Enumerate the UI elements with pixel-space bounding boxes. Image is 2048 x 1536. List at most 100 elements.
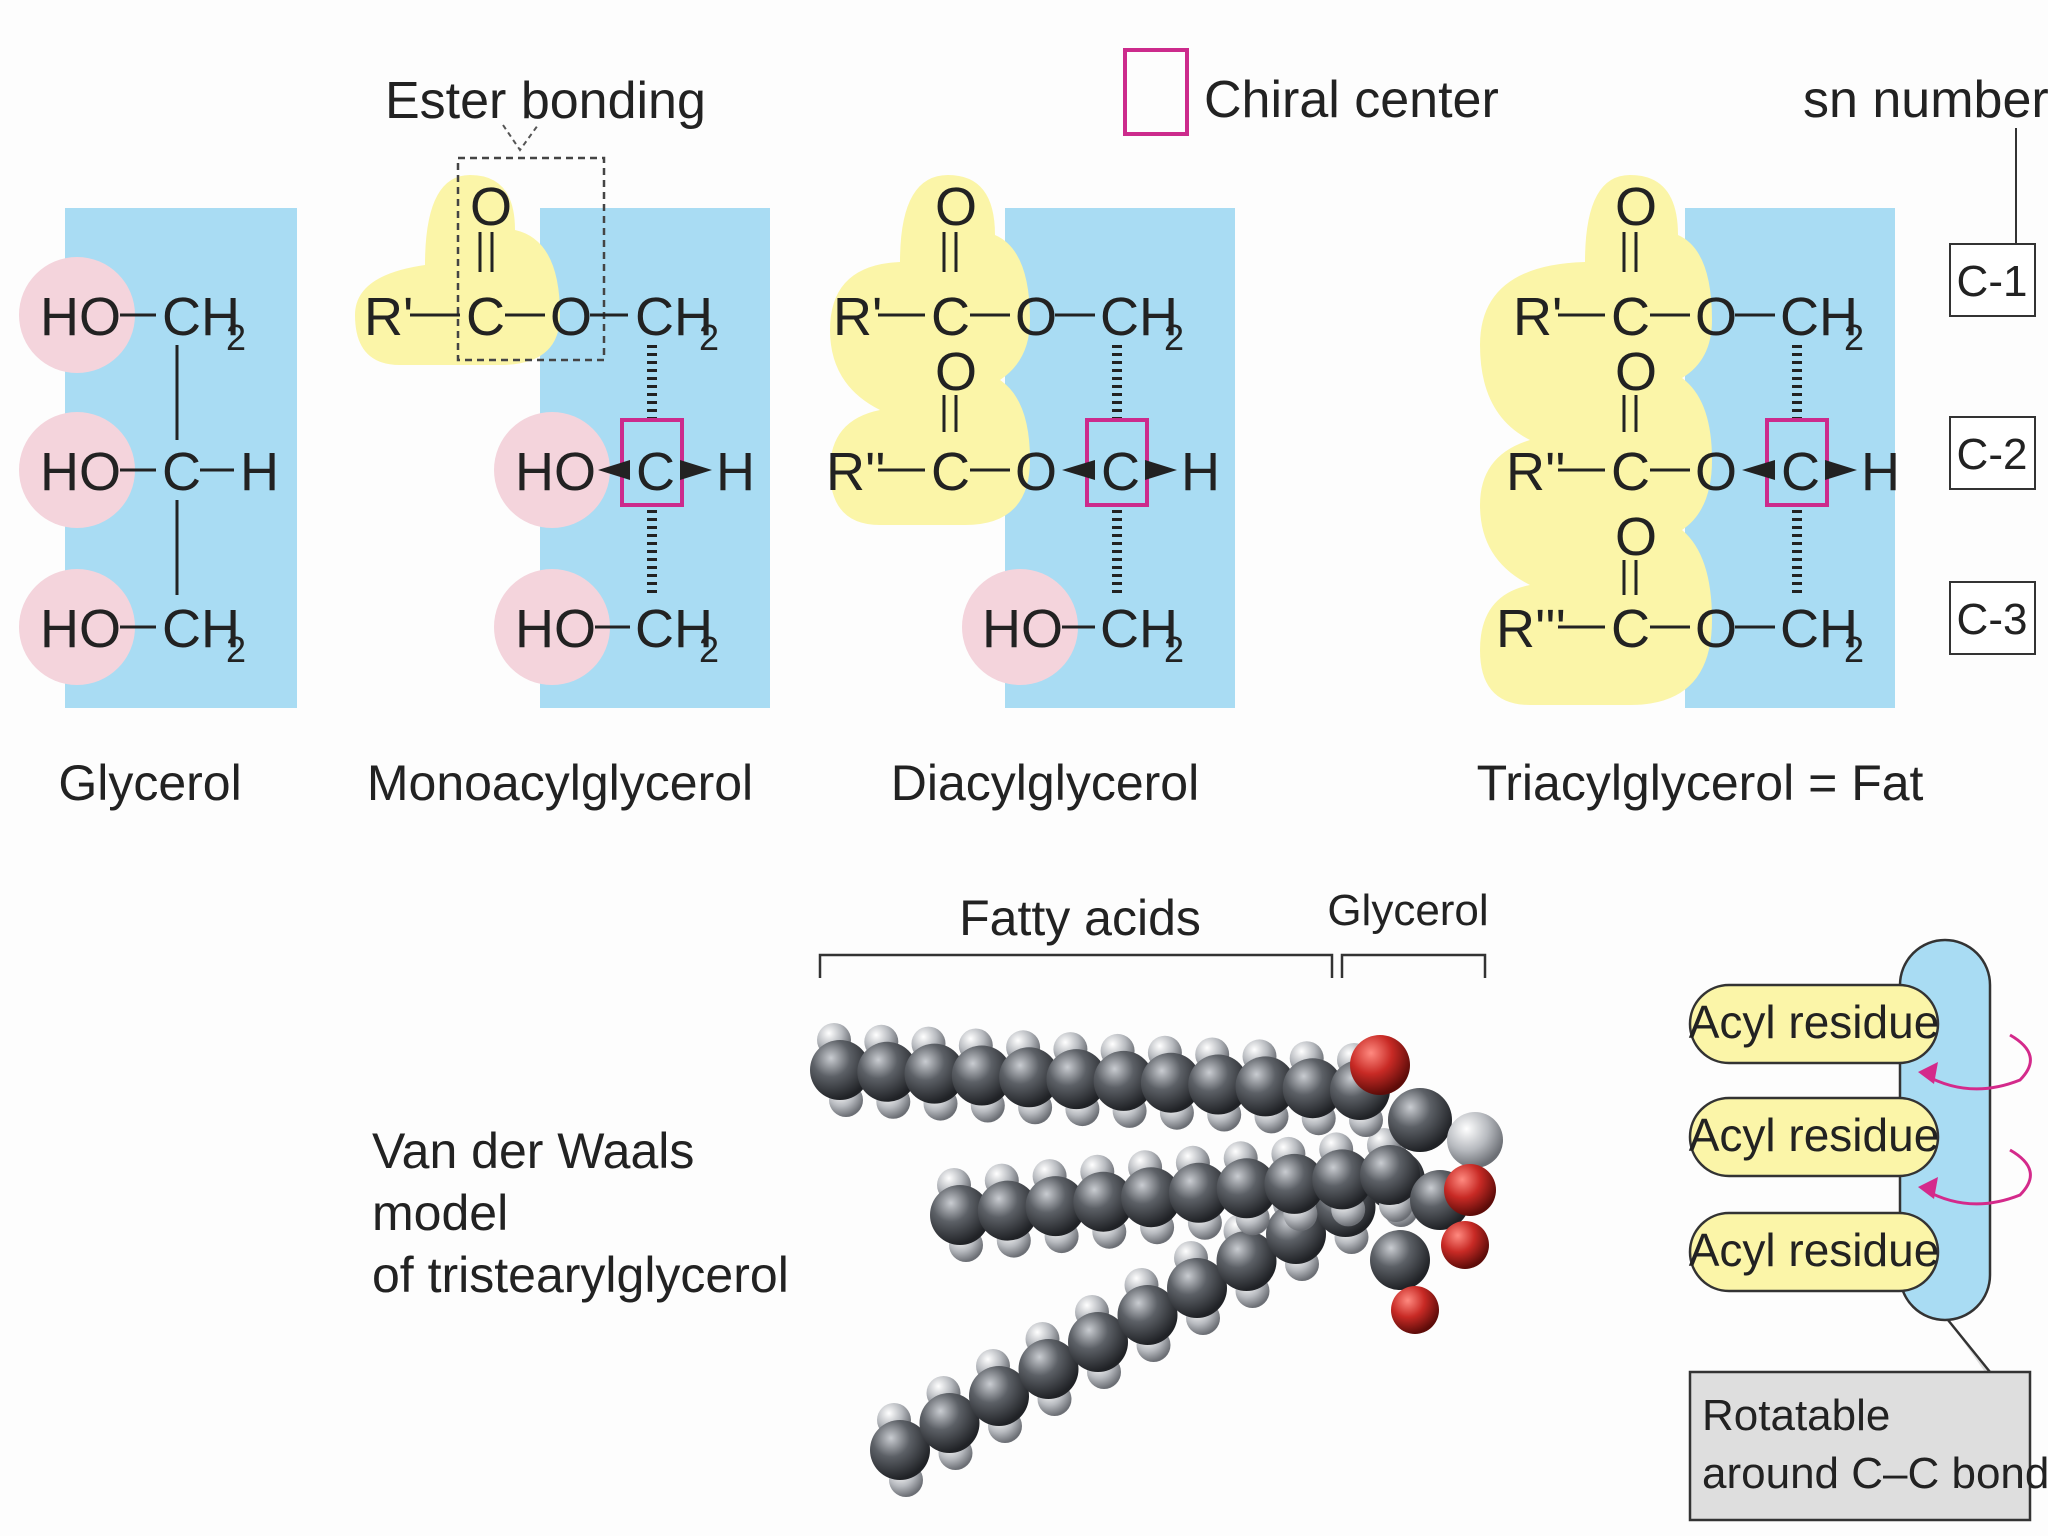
- mono-acyl-blob: [355, 175, 560, 365]
- carbon-atom: [1282, 1058, 1343, 1119]
- chiral-legend-box: [1123, 48, 1189, 136]
- di-hydroxyl-blob-3: [962, 569, 1078, 685]
- monoacylglycerol-structure: O R' C O CH 2 HO C H HO CH 2: [355, 156, 770, 708]
- di-ch2-1-sub: 2: [1164, 317, 1184, 358]
- carbon-atom: [904, 1043, 965, 1104]
- carbon-atom: [930, 1185, 990, 1245]
- mono-carbonyl-o: O: [470, 177, 512, 237]
- tri-ch2-1-sub: 2: [1844, 317, 1864, 358]
- glycerol-c: C: [162, 442, 201, 502]
- tri-ester-c-1: C: [1611, 287, 1650, 347]
- tri-c: C: [1781, 442, 1820, 502]
- carbon-atom: [870, 1420, 930, 1480]
- hydroxyl-blob-1: [19, 257, 135, 373]
- hydroxyl-blob-3: [19, 569, 135, 685]
- carbon-atom: [1046, 1049, 1107, 1110]
- mono-ho-2: HO: [515, 442, 596, 502]
- acyl-rotation-panel: Acyl residue Acyl residue Acyl residue R…: [1688, 938, 2048, 1522]
- acyl-residue-pill-1: [1688, 983, 1940, 1065]
- carbon-atom: [1018, 1339, 1079, 1399]
- tri-ch2-3-sub: 2: [1844, 629, 1864, 670]
- rotation-arrowhead-1: [1918, 1062, 1938, 1084]
- mono-c: C: [636, 442, 675, 502]
- mono-ch2-1-sub: 2: [699, 317, 719, 358]
- carbon-atom: [1235, 1056, 1296, 1117]
- hydroxyl-blob-2: [19, 412, 135, 528]
- tri-r3: R''': [1496, 599, 1566, 659]
- glycerol-ho-2: HO: [40, 442, 121, 502]
- carbon-atom: [1093, 1050, 1154, 1111]
- tri-ester-o-3: O: [1695, 599, 1737, 659]
- mono-ho-3: HO: [515, 599, 596, 659]
- wedge-bond: [598, 460, 630, 480]
- sn-box-c2: [1949, 416, 2036, 490]
- di-ho-3: HO: [982, 599, 1063, 659]
- fatty-acids-label: Fatty acids: [959, 890, 1201, 946]
- di-c: C: [1101, 442, 1140, 502]
- glycerol-bracket: [1340, 953, 1487, 978]
- acyl-residue-pill-2: [1688, 1096, 1940, 1178]
- ester-bonding-label: Ester bonding: [385, 72, 706, 152]
- tri-acyl-blob: [1480, 175, 1712, 705]
- wedge-bond: [1825, 460, 1857, 480]
- caption-diacylglycerol: Diacylglycerol: [891, 755, 1199, 811]
- di-r2: R'': [826, 442, 886, 502]
- carbon-atom: [1360, 1145, 1420, 1205]
- di-ch2-1: CH: [1100, 287, 1178, 347]
- ester-callout-pointer: [502, 124, 539, 152]
- di-ester-c-2: C: [931, 442, 970, 502]
- di-h: H: [1181, 442, 1220, 502]
- ester-bond-dashed-box: [456, 156, 606, 362]
- carbon-atom: [951, 1045, 1012, 1106]
- rotation-callout-box: [1688, 1370, 2032, 1522]
- rotation-callout-pointer: [1947, 1319, 1991, 1373]
- oxygen-atom: [1441, 1221, 1489, 1269]
- mono-ester-o: O: [550, 287, 592, 347]
- wedge-bond: [1145, 460, 1177, 480]
- glycerol-ho-3: HO: [40, 599, 121, 659]
- wedge-bond: [1742, 460, 1775, 480]
- rotation-arrow-1: [1924, 1033, 2032, 1091]
- glycerol-ch2-1-sub: 2: [226, 317, 246, 358]
- wedge-bond: [1062, 460, 1095, 480]
- rotation-arrowhead-2: [1918, 1177, 1938, 1199]
- mono-r1: R': [364, 287, 413, 347]
- carbon-atom: [1117, 1285, 1178, 1345]
- rotation-arrow-2: [1924, 1148, 2032, 1206]
- carbon-atom: [1312, 1149, 1373, 1210]
- mono-ch2-1: CH: [635, 287, 713, 347]
- acyl-residue-pill-3: [1688, 1211, 1940, 1293]
- carbon-atom: [1068, 1312, 1128, 1372]
- diacylglycerol-structure: O R' C O CH 2 O R'' C O C H HO CH 2: [826, 175, 1235, 708]
- di-carbonyl-o-2: O: [935, 342, 977, 402]
- carbon-atom: [1216, 1231, 1277, 1291]
- tri-ch2-3: CH: [1780, 599, 1858, 659]
- di-r1: R': [833, 287, 882, 347]
- tri-r1: R': [1513, 287, 1562, 347]
- carbon-atom: [1121, 1167, 1182, 1228]
- tri-ester-o-1: O: [1695, 287, 1737, 347]
- mono-ch2-3: CH: [635, 599, 713, 659]
- di-ester-o-1: O: [1015, 287, 1057, 347]
- carbon-atom: [1216, 1158, 1277, 1219]
- di-ester-c-1: C: [931, 287, 970, 347]
- carbon-atom: [1188, 1054, 1249, 1115]
- carbon-atom: [919, 1393, 980, 1453]
- mono-hydroxyl-blob-3: [494, 569, 610, 685]
- glycerol-ch2-3-sub: 2: [226, 629, 246, 670]
- vdw-space-filling-model: [810, 1023, 1503, 1497]
- chiral-center-text: Chiral center: [1204, 71, 1499, 129]
- sn-label-c3: C-3: [1957, 595, 2028, 644]
- carbon-atom: [1167, 1258, 1227, 1318]
- tri-carbonyl-o-1: O: [1615, 177, 1657, 237]
- glycerol-structure: HO CH 2 HO C H HO CH 2: [19, 208, 297, 708]
- carbon-atom: [1025, 1176, 1086, 1237]
- di-acyl-blob: [830, 175, 1030, 525]
- model-glycerol-label: Glycerol: [1327, 886, 1488, 935]
- acyl-residue-label-1: Acyl residue: [1689, 996, 1940, 1048]
- ester-bonding-text: Ester bonding: [385, 72, 706, 130]
- tri-carbonyl-o-3: O: [1615, 507, 1657, 567]
- sn-label-c1: C-1: [1957, 257, 2028, 306]
- sn-number-text: sn number: [1803, 71, 2048, 129]
